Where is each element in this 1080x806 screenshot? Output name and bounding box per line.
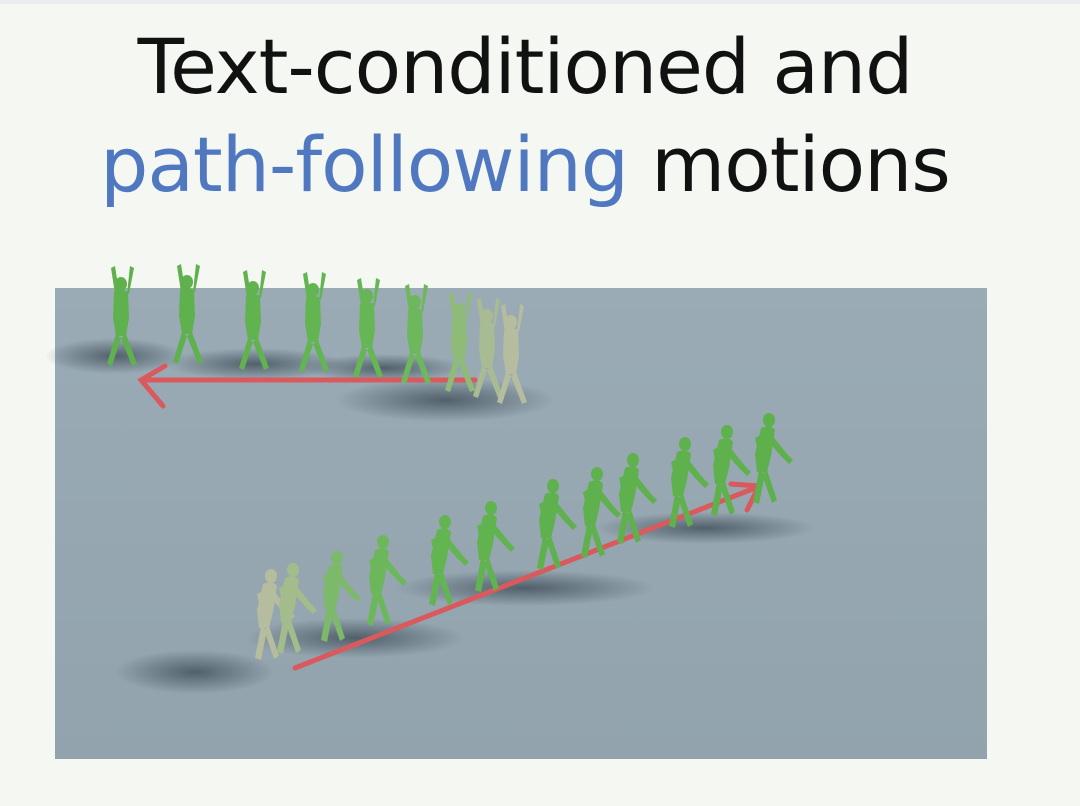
title-line-2-rest: motions	[651, 120, 951, 209]
motion-render-svg	[45, 264, 987, 759]
title-line-1: Text-conditioned and	[137, 22, 914, 111]
lower-shadows	[115, 512, 815, 694]
motion-render-image	[45, 264, 987, 759]
title-accent: path-following	[100, 120, 629, 209]
slide-title: Text-conditioned and path-following moti…	[0, 18, 1050, 214]
upper-path-arrow	[137, 363, 478, 409]
title-line-2: path-following motions	[0, 116, 1050, 214]
